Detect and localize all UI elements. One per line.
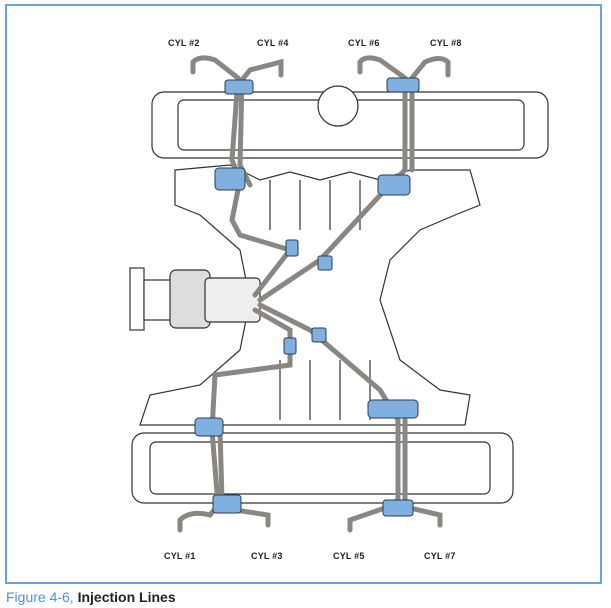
label-cyl7: CYL #7 xyxy=(424,551,456,561)
clamp xyxy=(224,79,254,95)
line-cyl8 xyxy=(409,56,451,173)
injection-pump xyxy=(129,267,261,331)
clamp xyxy=(317,255,333,271)
clamp xyxy=(386,77,420,93)
label-cyl6: CYL #6 xyxy=(348,38,380,48)
injection-lines-diagram xyxy=(129,55,549,533)
label-cyl5: CYL #5 xyxy=(333,551,365,561)
label-cyl8: CYL #8 xyxy=(430,38,462,48)
clamp xyxy=(377,174,411,196)
valve-cover-right xyxy=(131,432,514,504)
label-cyl4: CYL #4 xyxy=(257,38,289,48)
figure-number: Figure 4-6, xyxy=(6,589,74,605)
clamp xyxy=(382,499,414,517)
injection-line-set xyxy=(177,55,451,533)
line-cyl1 xyxy=(177,307,293,533)
figure-caption: Figure 4-6, Injection Lines xyxy=(6,589,176,605)
label-cyl3: CYL #3 xyxy=(251,551,283,561)
line-cyl2 xyxy=(190,55,295,298)
clamp xyxy=(367,399,419,419)
clamp xyxy=(311,327,327,343)
clamp xyxy=(283,337,297,355)
clamp xyxy=(194,417,224,437)
figure-frame xyxy=(5,4,602,584)
figure-title: Injection Lines xyxy=(77,589,176,605)
clamp xyxy=(214,167,246,191)
label-cyl1: CYL #1 xyxy=(164,551,196,561)
oil-filler-cap xyxy=(317,85,359,127)
clamp xyxy=(212,494,242,514)
line-clamps xyxy=(194,77,420,517)
engine-outline xyxy=(129,85,549,504)
clamp xyxy=(285,239,299,257)
label-cyl2: CYL #2 xyxy=(168,38,200,48)
